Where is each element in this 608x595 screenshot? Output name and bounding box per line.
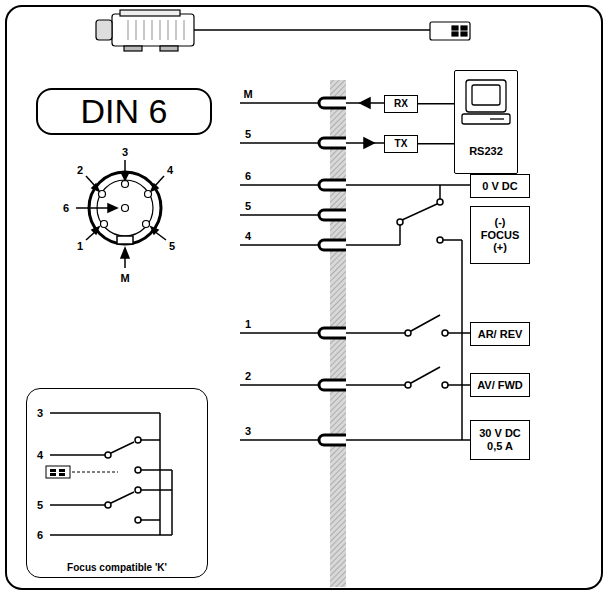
- terminal-box: 30 V DC 0,5 A: [470, 420, 530, 460]
- pin-number: 6: [62, 203, 70, 214]
- pin-number: M: [119, 273, 130, 284]
- node-text: RS232: [458, 145, 514, 158]
- rib: [176, 20, 177, 40]
- plug-contact: [319, 380, 346, 390]
- inset-pin-number: 5: [36, 500, 44, 511]
- rib: [152, 20, 153, 40]
- node-text: (-) FOCUS (+): [474, 216, 526, 254]
- node-text: 30 V DC 0,5 A: [474, 427, 526, 452]
- pin-number: 5: [168, 241, 176, 252]
- node-text: AV/ FWD: [474, 379, 526, 392]
- rib: [144, 20, 145, 40]
- device-drawing: [96, 10, 470, 51]
- terminal-box: RS232: [454, 70, 518, 174]
- frame: [6, 6, 602, 589]
- plug-contact: [319, 180, 346, 190]
- rib: [184, 20, 185, 40]
- terminal-box: (-) FOCUS (+): [470, 206, 530, 264]
- terminal-box: RX: [384, 95, 418, 113]
- wire-label: 6: [244, 171, 252, 182]
- terminal-box: 0 V DC: [470, 174, 530, 198]
- serial-wire: [418, 143, 454, 145]
- pin-number: 4: [166, 165, 174, 176]
- terminal-box: AR/ REV: [470, 322, 530, 346]
- inset-box: Focus compatible 'K': [26, 388, 208, 578]
- node-text: DIN 6: [41, 92, 207, 131]
- pin-number: 2: [76, 165, 84, 176]
- device-ribs: [128, 20, 184, 40]
- node-text: AR/ REV: [474, 328, 526, 341]
- inset-pin-number: 6: [36, 530, 44, 541]
- rib: [160, 20, 161, 40]
- inset-pin-number: 4: [36, 450, 44, 461]
- rib: [136, 20, 137, 40]
- computer-icon: [462, 80, 510, 124]
- plug-contact: [319, 138, 346, 148]
- wire-label: M: [242, 89, 253, 100]
- wire-label: 5: [244, 201, 252, 212]
- node-text: Focus compatible 'K': [30, 562, 204, 574]
- terminal-box: AV/ FWD: [470, 373, 530, 397]
- rib: [128, 20, 129, 40]
- plug-contacts: [319, 98, 346, 445]
- plug-contact: [319, 98, 346, 108]
- wire-label: 1: [244, 319, 252, 330]
- wire-label: 4: [244, 231, 252, 242]
- plug-contact: [319, 435, 346, 445]
- pin-number: 1: [76, 241, 84, 252]
- inset-pin-number: 3: [36, 408, 44, 419]
- wires: [46, 98, 470, 535]
- node-text: TX: [388, 138, 414, 150]
- rib: [168, 20, 169, 40]
- pin-number: 3: [121, 147, 129, 158]
- wire-label: 3: [244, 426, 252, 437]
- wire-label: 2: [244, 371, 252, 382]
- terminal-box: TX: [384, 135, 418, 153]
- plug-contact: [319, 240, 346, 250]
- plug-contact: [319, 328, 346, 338]
- wire-label: 5: [244, 129, 252, 140]
- pin-pointers: [76, 160, 166, 268]
- plug-contact: [319, 210, 346, 220]
- serial-wire: [418, 103, 454, 105]
- node-text: 0 V DC: [474, 180, 526, 193]
- node-text: RX: [388, 98, 414, 110]
- title-box: DIN 6: [36, 88, 212, 135]
